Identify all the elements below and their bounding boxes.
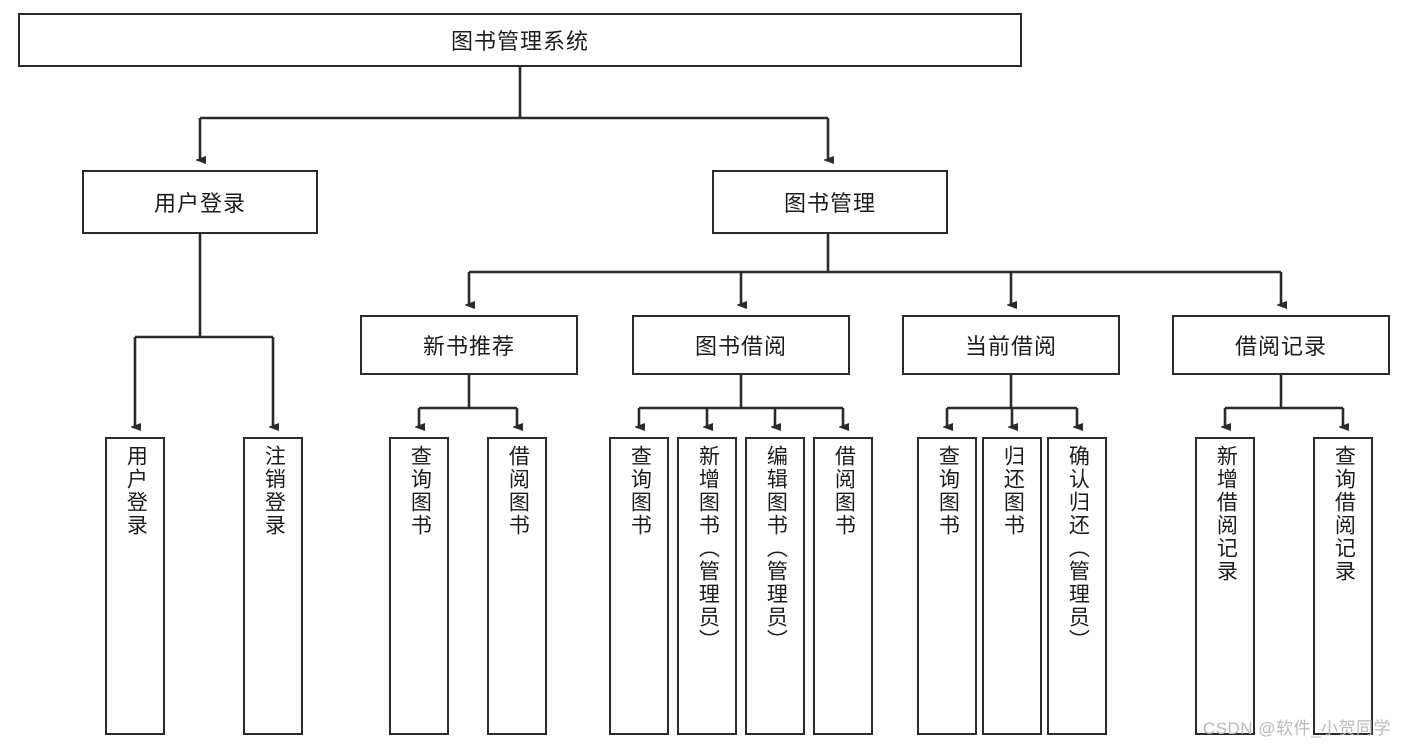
node-leaf-query-book-current[interactable]: 查询图书 <box>917 437 977 735</box>
node-root-label: 图书管理系统 <box>450 29 589 54</box>
node-user-login-label: 用户登录 <box>153 191 246 216</box>
node-current-borrow-label: 当前借阅 <box>964 334 1057 359</box>
node-leaf-query-book-borrow-label: 查询图书 <box>628 445 652 537</box>
node-leaf-query-borrow-record[interactable]: 查询借阅记录 <box>1313 437 1373 735</box>
node-leaf-query-book-current-label: 查询图书 <box>936 445 960 537</box>
node-leaf-user-login[interactable]: 用户登录 <box>105 437 165 735</box>
node-new-book-recommend[interactable]: 新书推荐 <box>360 315 578 375</box>
node-book-management-label: 图书管理 <box>783 191 876 216</box>
node-book-borrow-label: 图书借阅 <box>694 334 787 359</box>
node-current-borrow[interactable]: 当前借阅 <box>902 315 1120 375</box>
node-user-login[interactable]: 用户登录 <box>82 170 318 234</box>
node-leaf-edit-book-admin[interactable]: 编辑图书（管理员） <box>745 437 805 735</box>
node-leaf-query-book-borrow[interactable]: 查询图书 <box>609 437 669 735</box>
node-leaf-add-borrow-record[interactable]: 新增借阅记录 <box>1195 437 1255 735</box>
node-leaf-add-borrow-record-label: 新增借阅记录 <box>1214 445 1238 583</box>
node-root[interactable]: 图书管理系统 <box>18 13 1022 67</box>
node-leaf-confirm-return-admin-label: 确认归还（管理员） <box>1066 445 1090 652</box>
node-leaf-query-book-recommend-label: 查询图书 <box>408 445 432 537</box>
node-leaf-user-logout[interactable]: 注销登录 <box>243 437 303 735</box>
node-leaf-query-borrow-record-label: 查询借阅记录 <box>1332 445 1356 583</box>
node-leaf-return-book-label: 归还图书 <box>1001 445 1025 537</box>
node-leaf-borrow-book-label: 借阅图书 <box>832 445 856 537</box>
node-leaf-user-logout-label: 注销登录 <box>262 445 286 537</box>
node-leaf-confirm-return-admin[interactable]: 确认归还（管理员） <box>1047 437 1107 735</box>
node-leaf-borrow-book[interactable]: 借阅图书 <box>813 437 873 735</box>
watermark: CSDN @软件_小贺同学 <box>1202 719 1391 738</box>
node-leaf-user-login-label: 用户登录 <box>124 445 148 537</box>
node-leaf-borrow-book-recommend-label: 借阅图书 <box>506 445 530 537</box>
node-leaf-add-book-admin[interactable]: 新增图书（管理员） <box>677 437 737 735</box>
node-leaf-query-book-recommend[interactable]: 查询图书 <box>389 437 449 735</box>
node-leaf-return-book[interactable]: 归还图书 <box>982 437 1042 735</box>
node-new-book-recommend-label: 新书推荐 <box>422 334 515 359</box>
node-leaf-borrow-book-recommend[interactable]: 借阅图书 <box>487 437 547 735</box>
node-borrow-record[interactable]: 借阅记录 <box>1172 315 1390 375</box>
node-book-borrow[interactable]: 图书借阅 <box>632 315 850 375</box>
node-leaf-add-book-admin-label: 新增图书（管理员） <box>696 445 720 652</box>
node-book-management[interactable]: 图书管理 <box>712 170 948 234</box>
node-borrow-record-label: 借阅记录 <box>1234 334 1327 359</box>
node-leaf-edit-book-admin-label: 编辑图书（管理员） <box>764 445 788 652</box>
